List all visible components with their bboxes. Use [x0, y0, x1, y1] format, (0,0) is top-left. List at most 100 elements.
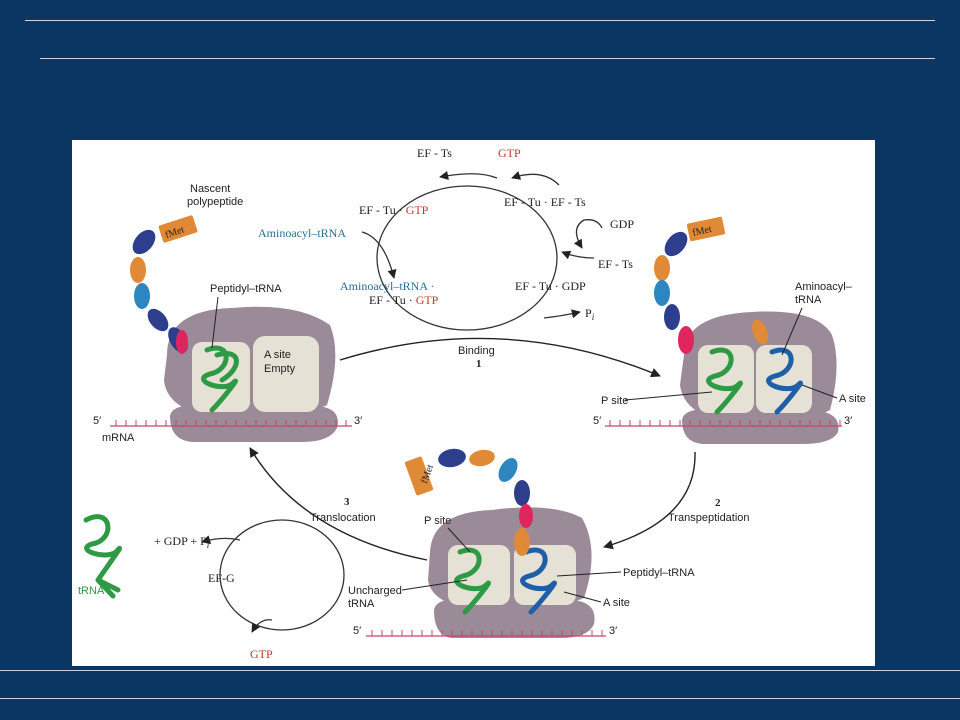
- ribosome-left: A site Empty: [164, 306, 338, 442]
- amino-acid-left-4: [147, 308, 169, 332]
- aminoacyl-trna-complex-label: Aminoacyl–tRNA ·: [340, 279, 434, 293]
- peptidyl-trna-left-label: Peptidyl–tRNA: [210, 283, 282, 295]
- ef-g-cycle: + GDP + Pi EF-G GTP: [154, 519, 345, 661]
- p-site-bottom-label: P site: [424, 515, 451, 527]
- ef-g-label: EF-G: [208, 571, 235, 585]
- amino-acid-right-3: [654, 280, 670, 306]
- amino-acid-bottom-2: [469, 449, 495, 467]
- gdp-label: GDP: [610, 217, 634, 231]
- ef-tu-ef-ts-label: EF - Tu · EF - Ts: [504, 195, 586, 209]
- elongation-diagram-panel: EF - Ts GTP EF - Tu · GTP EF - Tu · EF -…: [72, 140, 875, 666]
- ef-ts-entry-arrow: [561, 250, 595, 260]
- ef-g-cycle-ring: [219, 519, 345, 631]
- peptidyl-trna-bottom-label: Peptidyl–tRNA: [623, 567, 695, 579]
- right-a-site: [756, 345, 812, 413]
- bottom-a-site: [514, 545, 576, 605]
- translocation-arrow: [249, 447, 428, 561]
- header-rule-top: [25, 20, 935, 21]
- header-rule-bottom: [40, 58, 935, 59]
- incoming-amino-acid: [752, 319, 768, 345]
- a-site-bottom-leader: [563, 591, 602, 603]
- uncharged-trna-label-2: tRNA: [348, 598, 375, 610]
- step-3-label: 3: [344, 496, 350, 508]
- ef-ts-right-label: EF - Ts: [598, 257, 633, 271]
- amino-acid-right-5: [678, 326, 694, 354]
- p-site-right-label: P site: [601, 395, 628, 407]
- fmet-left: [158, 215, 198, 243]
- mrna-right-codons: [609, 420, 841, 426]
- ribosome-bottom-small-subunit: [434, 599, 595, 638]
- p-site-right-leader: [624, 391, 713, 401]
- amino-acid-left-6: [176, 330, 188, 354]
- peptidyl-trna-bottom: [520, 547, 557, 615]
- gdp-pi-release-arrow: [201, 535, 241, 545]
- step-2-label: 2: [715, 497, 721, 509]
- bottom-p-site: [448, 545, 510, 605]
- step-1-label: 1: [476, 358, 482, 370]
- uncharged-trna-leader: [401, 579, 468, 591]
- transpeptidation-label: Transpeptidation: [668, 512, 750, 524]
- aminoacyl-trna-input-label: Aminoacyl–tRNA: [258, 226, 346, 240]
- amino-acid-bottom-1: [438, 448, 466, 468]
- footer-rule-top: [0, 670, 960, 671]
- nascent-polypeptide-right: fMet: [654, 216, 768, 354]
- fmet-bottom: [404, 456, 434, 496]
- ef-tu-cycle: EF - Ts GTP EF - Tu · GTP EF - Tu · EF -…: [258, 146, 634, 331]
- trna-label: tRNA: [78, 585, 105, 597]
- amino-acid-right-1: [664, 231, 688, 257]
- peptidyl-trna-left: [201, 345, 239, 413]
- binding-label: Binding: [458, 345, 495, 357]
- a-site-right-label: A site: [839, 393, 866, 405]
- gtp-bottom-entry-arrow: [251, 619, 273, 633]
- mrna-right: [605, 420, 842, 427]
- peptidyl-trna-bottom-leader: [556, 571, 622, 577]
- binding-arrow: [339, 337, 661, 378]
- three-prime-left: 3′: [354, 415, 362, 427]
- three-prime-right: 3′: [844, 415, 852, 427]
- amino-acid-left-1: [132, 229, 156, 255]
- gdp-release-arrow: [573, 219, 603, 249]
- aminoacyl-trna-right-label: Aminoacyl–: [795, 281, 853, 293]
- p-site-bottom-leader: [447, 527, 471, 553]
- gtp-entry-arrow: [511, 171, 560, 186]
- amino-acid-left-2: [130, 257, 146, 283]
- a-site-empty-label-2: Empty: [264, 363, 296, 375]
- aminoacyl-entry-arrow: [361, 231, 397, 279]
- pi-release-arrow: [543, 309, 581, 319]
- uncharged-trna-label: Uncharged: [348, 585, 402, 597]
- amino-acid-bottom-4: [514, 480, 530, 506]
- amino-acid-right-4: [664, 304, 680, 330]
- nascent-polypeptide-label: Nascent: [190, 183, 230, 195]
- a-site-empty-label: A site: [264, 349, 291, 361]
- amino-acid-left-3: [134, 283, 150, 309]
- gtp-top-label: GTP: [498, 146, 521, 160]
- gdp-pi-label: + GDP + Pi: [154, 534, 210, 550]
- three-prime-bottom: 3′: [609, 625, 617, 637]
- five-prime-right: 5′: [593, 415, 601, 427]
- peptidyl-trna-right: [706, 347, 743, 415]
- fmet-right: [686, 216, 726, 242]
- amino-acid-bottom-6: [514, 528, 530, 556]
- pi-top-label: Pi: [585, 306, 595, 322]
- a-site-right-leader: [801, 384, 838, 399]
- gtp-bottom-label: GTP: [250, 647, 273, 661]
- mrna-left-codons: [115, 420, 347, 426]
- mrna-bottom: [366, 630, 606, 637]
- ribosome-bottom: [428, 507, 595, 638]
- amino-acid-bottom-3: [498, 458, 518, 482]
- amino-acid-right-2: [654, 255, 670, 281]
- fmet-right-label: fMet: [691, 224, 713, 239]
- translocation-label: Translocation: [310, 512, 376, 524]
- mrna-bottom-codons: [371, 630, 603, 636]
- amino-acid-bottom-5: [519, 504, 533, 528]
- mrna-label: mRNA: [102, 432, 135, 444]
- ef-tu-gdp-label: EF - Tu · GDP: [515, 279, 586, 293]
- right-p-site: [698, 345, 754, 413]
- nascent-polypeptide-label-2: polypeptide: [187, 196, 243, 208]
- transpeptidation-arrow: [603, 451, 696, 550]
- ef-tu-gtp-label: EF - Tu · GTP: [359, 203, 429, 217]
- ribosome-left-small-subunit: [170, 405, 338, 442]
- five-prime-left: 5′: [93, 415, 101, 427]
- left-a-site-empty: [253, 336, 319, 412]
- five-prime-bottom: 5′: [353, 625, 361, 637]
